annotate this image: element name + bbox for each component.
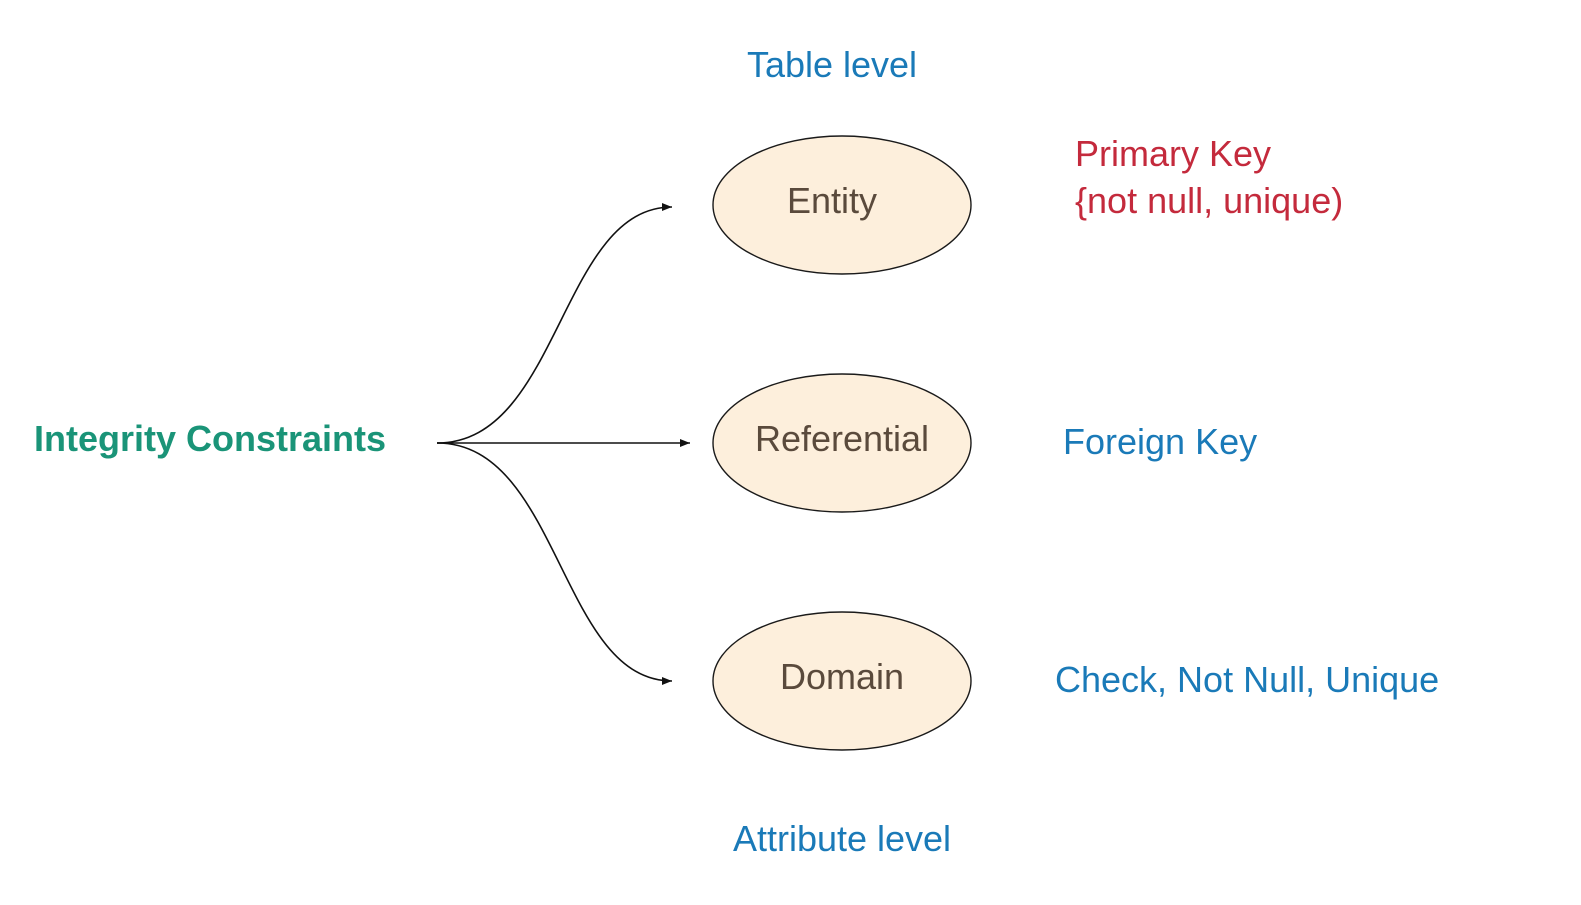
connector-to-domain [436, 442, 673, 685]
domain-label: Domain [780, 656, 904, 697]
attribute-level-label: Attribute level [733, 818, 951, 859]
referential-description: Foreign Key [1063, 421, 1257, 462]
entity-description-line-2: {not null, unique) [1075, 180, 1343, 221]
entity-description-line-1: Primary Key [1075, 133, 1271, 174]
domain-description: Check, Not Null, Unique [1055, 659, 1439, 700]
root-label: Integrity Constraints [34, 418, 386, 459]
entity-node: Entity [712, 135, 972, 275]
referential-ellipse [712, 373, 972, 513]
entity-ellipse [712, 135, 972, 275]
table-level-label: Table level [747, 44, 917, 85]
entity-label: Entity [787, 180, 877, 221]
referential-node: Referential [712, 373, 972, 513]
connector-to-entity [436, 203, 673, 444]
domain-node: Domain [712, 611, 972, 751]
domain-ellipse [712, 611, 972, 751]
referential-label: Referential [755, 418, 929, 459]
